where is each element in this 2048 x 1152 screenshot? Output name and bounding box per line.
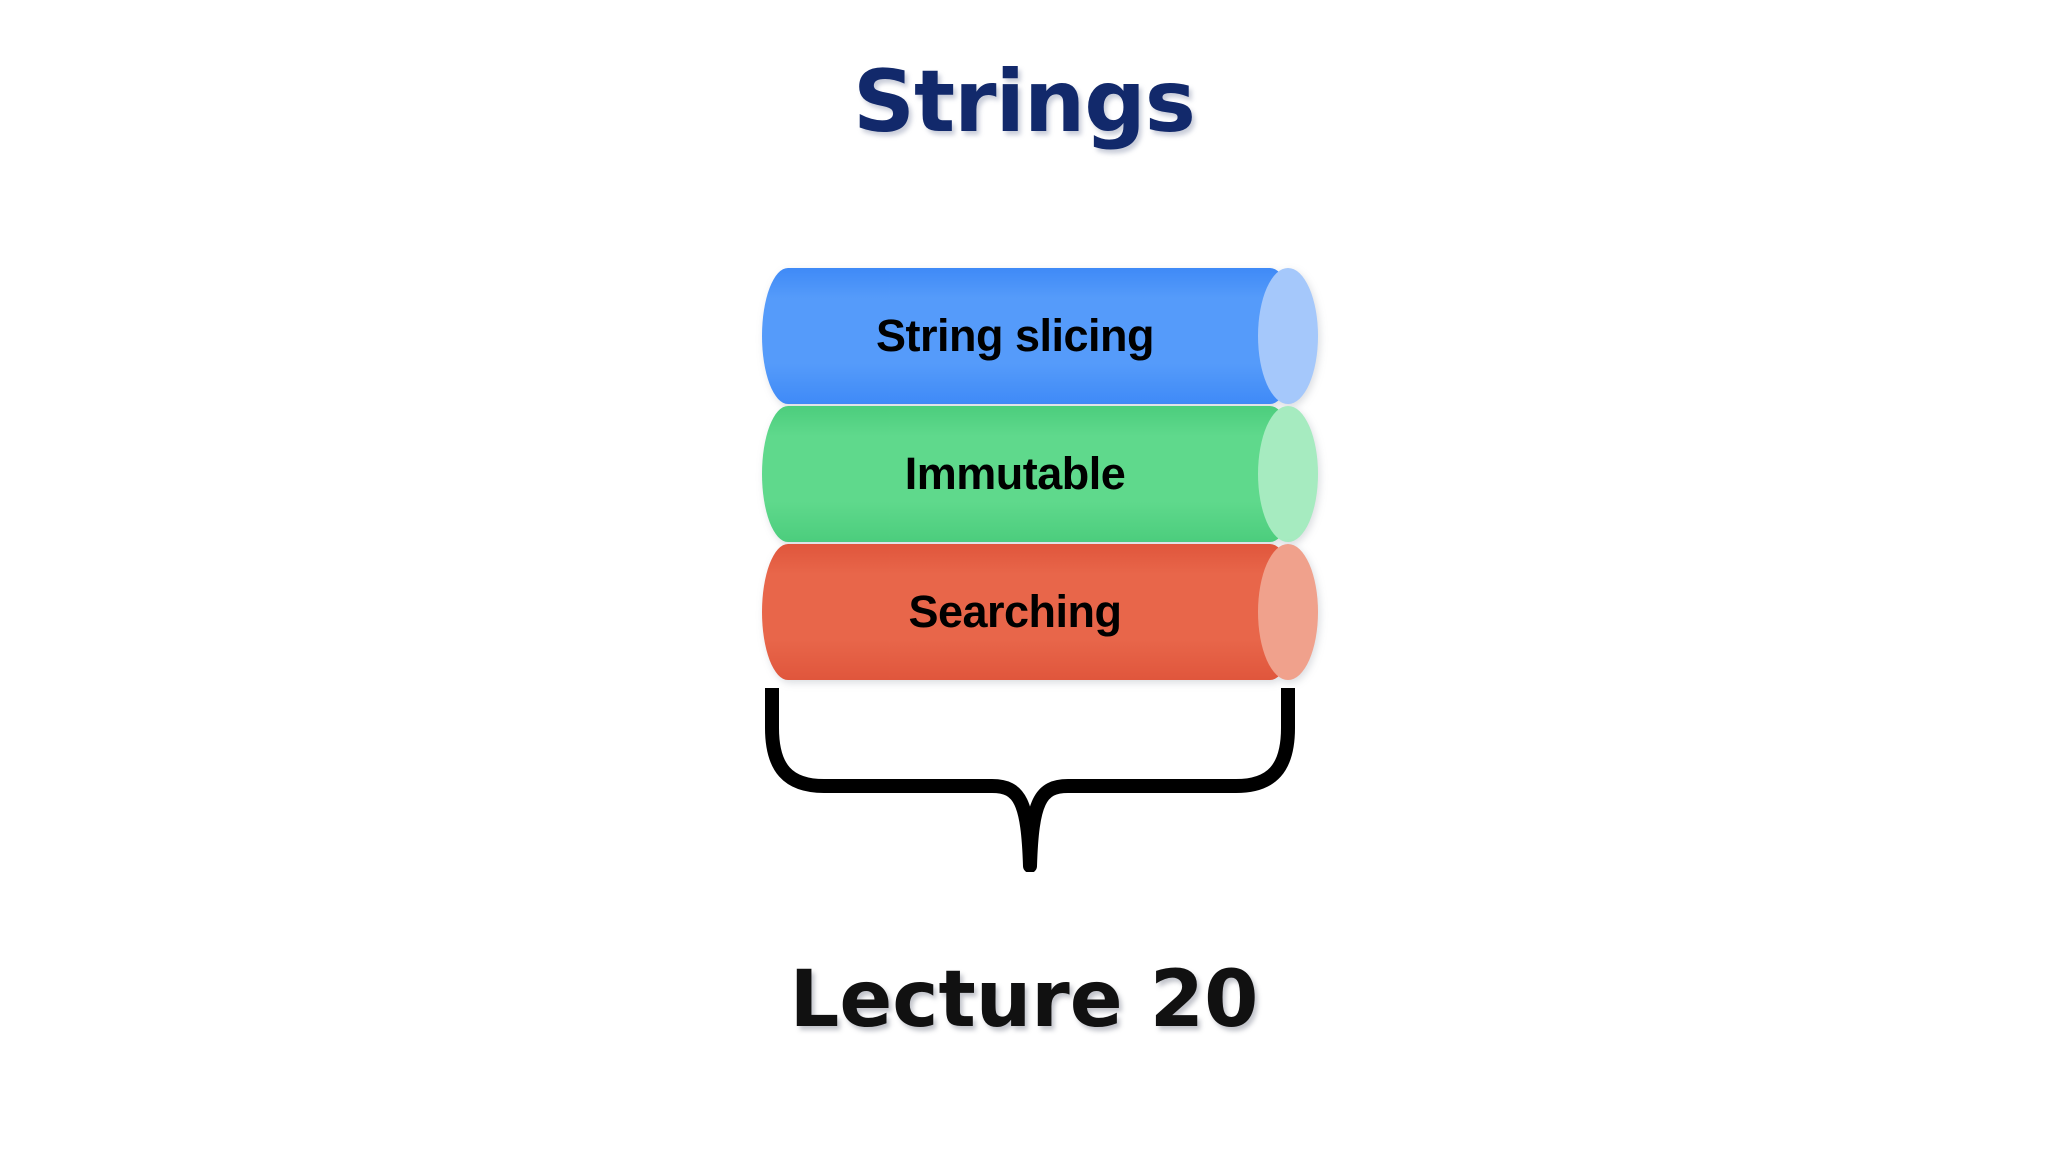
page-title: Strings	[853, 52, 1196, 152]
cylinder-string-slicing[interactable]: String slicing	[762, 268, 1318, 404]
cylinder-body	[762, 406, 1296, 542]
curly-brace-down-icon	[765, 688, 1295, 872]
cylinder-label: Searching	[908, 586, 1122, 637]
lecture-caption: Lecture 20	[789, 955, 1259, 1045]
cylinder-end-cap-ellipse	[1258, 544, 1318, 680]
brace-group	[752, 682, 1308, 872]
cylinder-body	[762, 544, 1296, 680]
cylinder-end-cap-ellipse	[1258, 268, 1318, 404]
cylinder-body	[762, 268, 1296, 404]
cylinder-label: String slicing	[875, 310, 1155, 361]
cylinder-stack: String slicing Immutable Searching	[762, 268, 1318, 682]
cylinder-end-cap-ellipse	[1258, 406, 1318, 542]
cylinder-label: Immutable	[904, 448, 1126, 499]
cylinder-immutable[interactable]: Immutable	[762, 406, 1318, 542]
cylinder-searching[interactable]: Searching	[762, 544, 1318, 680]
